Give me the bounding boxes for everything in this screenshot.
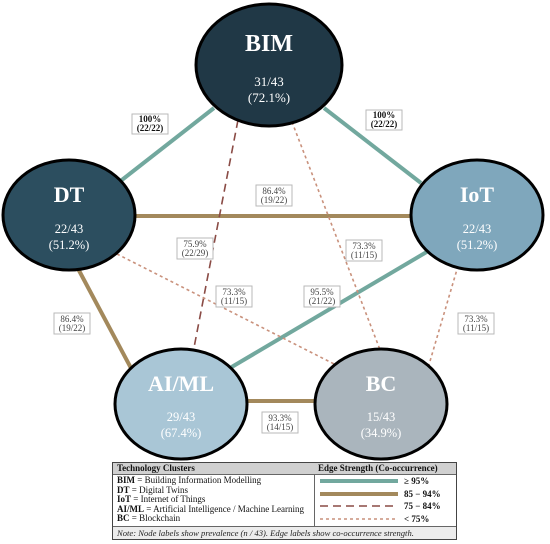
node-dt: DT 22/43 (51.2%) <box>1 158 137 272</box>
svg-text:(22/22): (22/22) <box>371 119 398 129</box>
svg-text:(11/15): (11/15) <box>463 323 489 333</box>
legend-cluster-list: BIM = Building Information Modelling DT … <box>113 475 314 524</box>
edge-bim-bc <box>291 121 385 361</box>
legend-cluster-item: DT = Digital Twins <box>117 484 189 495</box>
legend-clusters-header: Technology Clusters <box>113 463 314 475</box>
svg-text:(19/22): (19/22) <box>59 323 86 333</box>
edge-dt-aiml <box>73 262 134 371</box>
legend-cluster-item: BC = Blockchain <box>117 513 181 524</box>
node-bc-count: 15/43 <box>367 410 395 424</box>
legend-strengths: Edge Strength (Co-occurrence) ≥ 95% 85 −… <box>314 463 456 527</box>
node-aiml-circle <box>113 347 249 461</box>
svg-text:(22/29): (22/29) <box>182 248 209 258</box>
svg-text:(14/15): (14/15) <box>267 422 294 432</box>
node-bc-label: BC <box>366 371 397 396</box>
svg-text:(19/22): (19/22) <box>261 195 288 205</box>
node-iot-pct: (51.2%) <box>457 238 498 252</box>
node-bim-count: 31/43 <box>254 74 284 89</box>
edge-label-iot-bc: 73.3% (11/15) <box>457 312 495 335</box>
node-aiml-pct: (67.4%) <box>161 426 202 440</box>
legend-swatch-dashed <box>320 505 398 507</box>
node-dt-pct: (51.2%) <box>49 238 90 252</box>
node-aiml: AI/ML 29/43 (67.4%) <box>113 347 249 461</box>
edge-label-bim-dt: 100% (22/22) <box>131 113 169 135</box>
svg-text:93.3%: 93.3% <box>268 413 292 423</box>
legend-note: Note: Node labels show prevalence (n / 4… <box>113 526 456 539</box>
node-bim-circle <box>194 2 344 128</box>
edge-label-dt-aiml: 86.4% (19/22) <box>53 312 91 335</box>
edge-bim-dt <box>116 106 216 185</box>
node-dt-circle <box>1 158 137 272</box>
edge-label-bim-aiml: 75.9% (22/29) <box>176 237 214 260</box>
node-aiml-count: 29/43 <box>167 410 195 424</box>
legend-cluster-item: IoT = Internet of Things <box>117 494 206 505</box>
node-iot-count: 22/43 <box>463 222 491 236</box>
svg-text:73.3%: 73.3% <box>464 314 488 324</box>
legend-strength-row: 75 − 84% <box>314 500 456 513</box>
edge-label-bim-bc: 73.3% (11/15) <box>345 239 383 262</box>
svg-text:(22/22): (22/22) <box>137 123 164 133</box>
legend-strength-row: < 75% <box>314 513 456 526</box>
svg-text:100%: 100% <box>373 110 396 120</box>
node-aiml-label: AI/ML <box>148 371 214 396</box>
legend-clusters: Technology Clusters BIM = Building Infor… <box>113 463 315 527</box>
legend-cluster-item: BIM = Building Information Modelling <box>117 475 262 485</box>
edge-label-dt-iot: 86.4% (19/22) <box>255 184 293 207</box>
node-bim-label: BIM <box>245 31 293 57</box>
node-iot-circle <box>409 158 545 272</box>
node-bc-circle <box>313 347 449 461</box>
svg-text:86.4%: 86.4% <box>262 186 286 196</box>
legend: Technology Clusters BIM = Building Infor… <box>112 462 457 540</box>
edge-dt-bc <box>116 253 343 369</box>
svg-text:100%: 100% <box>139 114 162 124</box>
node-iot: IoT 22/43 (51.2%) <box>409 158 545 272</box>
legend-cluster-item: AI/ML = Artificial Intelligence / Machin… <box>117 503 305 514</box>
svg-text:73.3%: 73.3% <box>352 241 376 251</box>
edge-label-aiml-bc: 93.3% (14/15) <box>261 411 299 434</box>
node-bc: BC 15/43 (34.9%) <box>313 347 449 461</box>
edge-iot-aiml <box>228 248 432 370</box>
node-dt-label: DT <box>54 182 85 207</box>
node-bim: BIM 31/43 (72.1%) <box>194 2 344 128</box>
node-bc-pct: (34.9%) <box>361 426 402 440</box>
legend-strength-header: Edge Strength (Co-occurrence) <box>314 463 456 475</box>
edge-bim-iot <box>322 106 423 185</box>
edge-label-iot-aiml: 95.5% (21/22) <box>303 285 341 308</box>
node-iot-label: IoT <box>460 182 495 207</box>
legend-swatch-solid-tan <box>320 491 398 496</box>
edge-label-bim-iot: 100% (22/22) <box>365 109 403 131</box>
svg-text:(21/22): (21/22) <box>309 296 336 306</box>
node-bim-pct: (72.1%) <box>248 90 290 105</box>
svg-text:95.5%: 95.5% <box>310 287 334 297</box>
technology-network-diagram: 100% (22/22) 100% (22/22) 86.4% (19/22) … <box>1 2 545 461</box>
node-dt-count: 22/43 <box>55 222 83 236</box>
legend-strength-row: ≥ 95% <box>314 475 456 488</box>
legend-swatch-solid-teal <box>320 479 398 483</box>
svg-text:(11/15): (11/15) <box>221 296 247 306</box>
legend-strength-row: 85 − 94% <box>314 488 456 501</box>
svg-text:75.9%: 75.9% <box>183 239 207 249</box>
edge-bim-aiml <box>191 119 239 359</box>
svg-text:73.3%: 73.3% <box>222 287 246 297</box>
edge-iot-bc <box>427 265 459 369</box>
legend-swatch-dotted <box>320 517 398 520</box>
edges <box>73 106 459 403</box>
svg-text:(11/15): (11/15) <box>351 250 377 260</box>
svg-text:86.4%: 86.4% <box>60 314 84 324</box>
edge-label-dt-bc: 73.3% (11/15) <box>215 285 253 308</box>
